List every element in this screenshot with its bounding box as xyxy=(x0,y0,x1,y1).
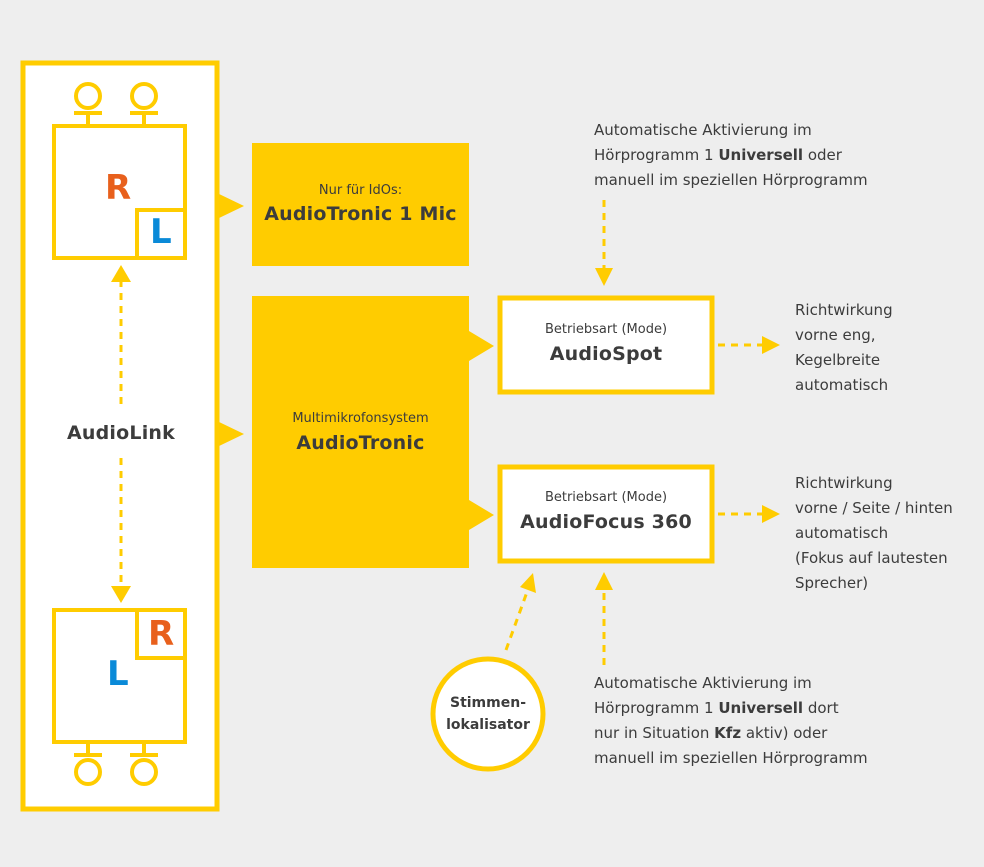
audiospot-subtitle: Betriebsart (Mode) xyxy=(544,322,668,337)
audiolink-label: AudioLink xyxy=(67,422,175,444)
audiolink-arrows xyxy=(111,265,131,603)
audiofocus-result: Richtwirkung vorne / Seite / hinten auto… xyxy=(795,471,953,596)
audiotronic-1mic-subtitle: Nur für IdOs: xyxy=(318,183,403,198)
top-device-small-letter: L xyxy=(150,212,172,252)
arrow-to-audiotronic xyxy=(217,421,244,447)
arrow-to-audiospot xyxy=(469,331,494,361)
localizer-label-line: Stimmen- xyxy=(449,695,527,711)
localizer-label-line: lokalisator xyxy=(446,717,530,733)
audiotronic-title: AudioTronic xyxy=(296,432,425,454)
bottom-device-big-letter: L xyxy=(107,654,129,694)
note-bottom-line: Automatische Aktivierung im xyxy=(594,674,812,692)
note-top-text: oder xyxy=(803,146,842,164)
top-device-big-letter: R xyxy=(105,168,132,208)
audiospot-title: AudioSpot xyxy=(549,343,663,365)
audiofocus-result-line: Richtwirkung xyxy=(795,474,893,492)
localizer-circle xyxy=(430,656,546,772)
note-top-line: Hörprogramm 1 Universell oder xyxy=(594,143,868,168)
note-top-bold: Universell xyxy=(718,146,804,164)
audiospot-result-arrowhead xyxy=(762,336,780,354)
audiofocus-result-line: automatisch xyxy=(795,524,889,542)
audiofocus-result-line: (Fokus auf lautesten xyxy=(795,549,948,567)
bottom-microphone-icons xyxy=(74,742,158,786)
localizer-label: Stimmen- lokalisator xyxy=(433,692,543,736)
note-top-line: manuell im speziellen Hörprogramm xyxy=(594,171,868,189)
note-bottom: Automatische Aktivierung im Hörprogramm … xyxy=(594,671,868,771)
note-bottom-line: nur in Situation Kfz aktiv) oder xyxy=(594,721,868,746)
bottom-device-small-letter: R xyxy=(148,614,175,654)
note-bottom-line: manuell im speziellen Hörprogramm xyxy=(594,749,868,767)
note-bottom-line: Hörprogramm 1 Universell dort xyxy=(594,696,868,721)
note-bottom-text: dort xyxy=(803,699,839,717)
top-hearing-aid-inner-box xyxy=(135,208,187,260)
audiotronic-subtitle: Multimikrofonsystem xyxy=(292,411,429,426)
note-bottom-text: aktiv) oder xyxy=(741,724,828,742)
audiospot-result-line: Kegelbreite xyxy=(795,351,881,369)
note-bottom-bold: Kfz xyxy=(714,724,742,742)
audiofocus-subtitle: Betriebsart (Mode) xyxy=(544,490,668,505)
arrow-to-audiofocus xyxy=(469,500,494,530)
note-top-arrowhead xyxy=(595,268,613,286)
audiofocus-title: AudioFocus 360 xyxy=(520,511,692,533)
audiotronic-1mic-title: AudioTronic 1 Mic xyxy=(264,203,457,225)
arrow-to-1mic xyxy=(217,193,244,219)
audiospot-result-line: Richtwirkung xyxy=(795,301,893,319)
note-top-line: Automatische Aktivierung im xyxy=(594,121,812,139)
audiospot-result: Richtwirkung vorne eng, Kegelbreite auto… xyxy=(795,298,893,398)
audiofocus-result-arrowhead xyxy=(762,505,780,523)
audiotronic-block xyxy=(252,296,469,568)
note-bottom-arrowhead xyxy=(595,572,613,590)
note-bottom-text: nur in Situation xyxy=(594,724,715,742)
top-microphone-icons xyxy=(74,82,158,126)
note-bottom-bold: Universell xyxy=(718,699,804,717)
audiofocus-box xyxy=(497,464,715,564)
audiofocus-result-line: Sprecher) xyxy=(795,574,869,592)
note-bottom-text: Hörprogramm 1 xyxy=(594,699,719,717)
localizer-arrowhead xyxy=(520,573,536,593)
audiospot-box xyxy=(497,295,715,395)
audiotronic-1mic-block xyxy=(252,143,469,266)
audiospot-result-line: vorne eng, xyxy=(795,326,876,344)
note-top-text: Hörprogramm 1 xyxy=(594,146,719,164)
audiospot-result-line: automatisch xyxy=(795,376,889,394)
audiofocus-result-line: vorne / Seite / hinten xyxy=(795,499,953,517)
bottom-hearing-aid-inner-box xyxy=(135,608,187,660)
note-top: Automatische Aktivierung im Hörprogramm … xyxy=(594,118,868,193)
localizer-arrow-line xyxy=(504,591,529,651)
